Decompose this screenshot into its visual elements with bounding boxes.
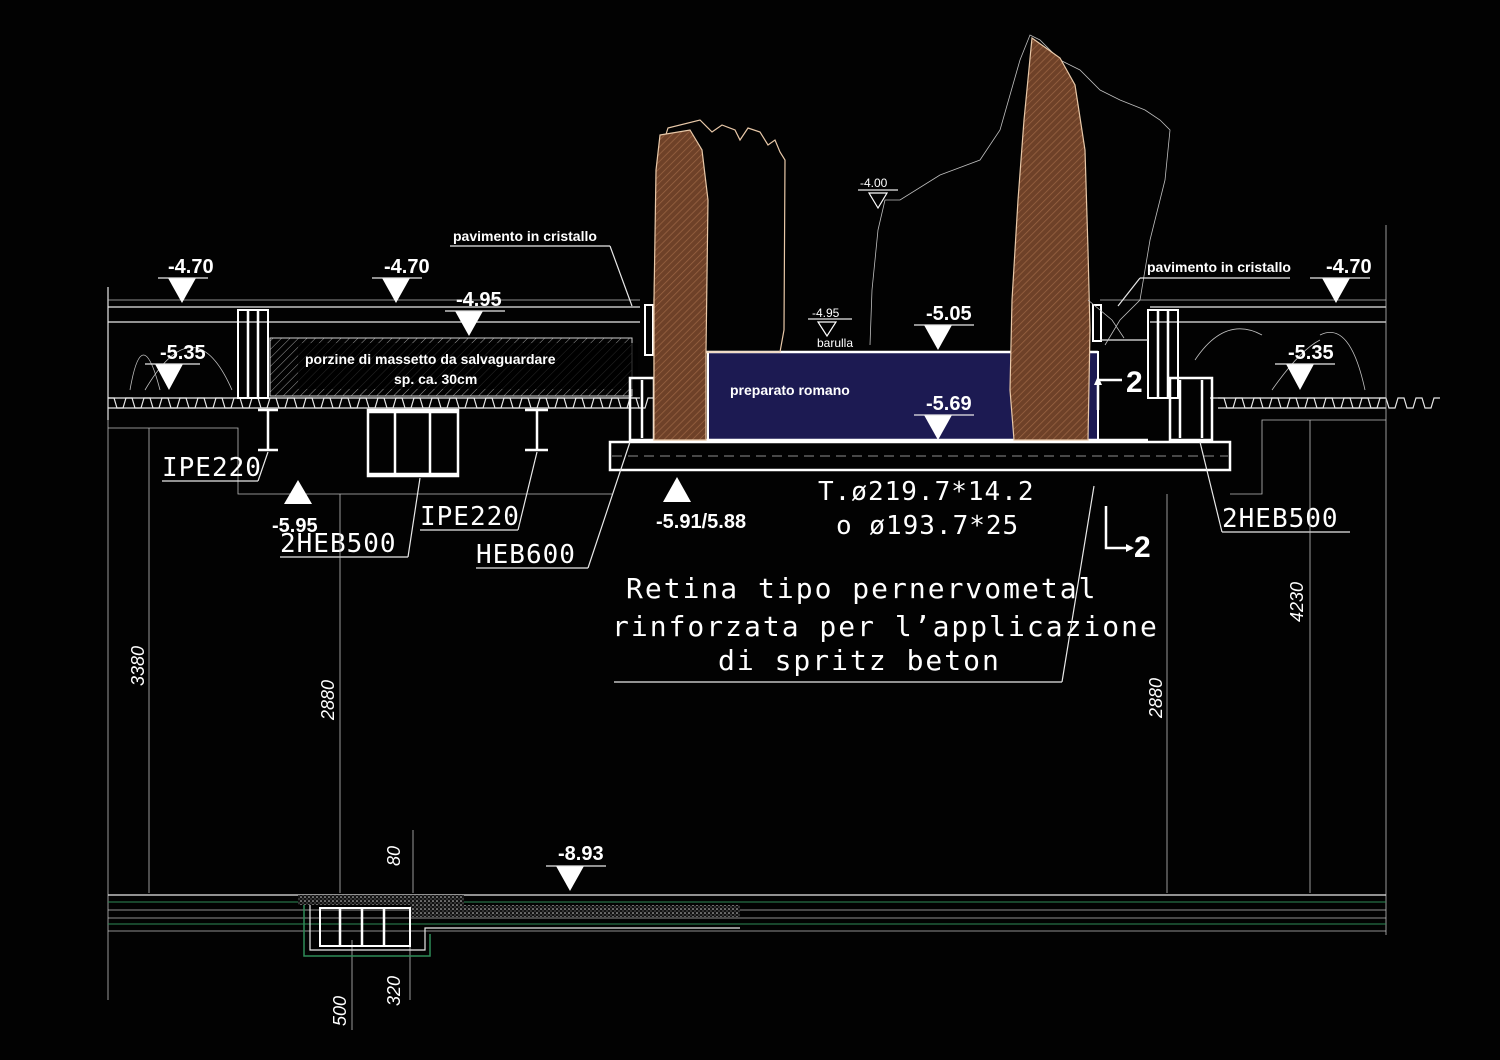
section-mark-label: 2 [1126, 366, 1143, 399]
level-label: -4.70 [384, 256, 430, 278]
level-label: -4.95 [456, 289, 502, 311]
dimension-3380: 3380 [128, 646, 148, 686]
steel-beams [108, 376, 1386, 495]
note-barulla: barulla [817, 336, 853, 350]
level-label: -4.70 [1326, 256, 1372, 278]
dimension-80: 80 [384, 846, 404, 866]
dimension-lines: 3380 2880 80 2880 4230 500 320 [107, 225, 1387, 1030]
retina-line-3: di spritz beton [718, 644, 1001, 677]
dimension-320: 320 [384, 976, 404, 1006]
level-label: -5.91/5.88 [656, 511, 746, 533]
level-label: -4.95 [812, 306, 840, 320]
note-pavimento-left: pavimento in cristallo [453, 228, 597, 244]
note-pavimento-right: pavimento in cristallo [1147, 259, 1291, 275]
retina-note: Retina tipo pernervometal rinforzata per… [612, 485, 1159, 683]
level-label: -8.93 [558, 843, 604, 865]
upper-floor-slab [107, 287, 1440, 420]
level-label: -5.95 [272, 515, 318, 537]
profile-ipe220-mid: IPE220 [420, 502, 520, 532]
profile-ipe220-left: IPE220 [162, 453, 262, 483]
dimension-2880-right: 2880 [1146, 678, 1166, 719]
note-massetto-thickness: sp. ca. 30cm [394, 371, 477, 387]
level-label: -5.35 [1288, 342, 1334, 364]
dimension-500: 500 [330, 996, 350, 1026]
level-label: -4.00 [860, 176, 888, 190]
level-label: -5.05 [926, 303, 972, 325]
level-label: -5.35 [160, 342, 206, 364]
stone-monoliths [653, 34, 1171, 441]
profile-heb600: HEB600 [476, 540, 576, 570]
section-mark-label: 2 [1134, 531, 1151, 564]
note-massetto: porzine di massetto da salvaguardare [305, 351, 556, 367]
profile-2heb500-right: 2HEB500 [1222, 504, 1339, 534]
bottom-slab [108, 894, 1386, 957]
level-markers [145, 189, 1370, 891]
note-preparato-romano: preparato romano [730, 382, 850, 398]
section-mark-top: 2 [1094, 366, 1143, 410]
level-label: -5.69 [926, 393, 972, 415]
profile-tube-2: o ø193.7*25 [836, 511, 1019, 541]
section-mark-bottom: 2 [1104, 506, 1151, 564]
dimension-2880-left: 2880 [318, 680, 338, 721]
profile-2heb500-left: 2HEB500 [280, 529, 397, 559]
profile-labels: IPE220 IPE220 2HEB500 HEB600 2HEB500 T.ø… [162, 441, 1350, 570]
annotation-notes: pavimento in cristallo pavimento in cris… [305, 228, 1291, 398]
level-label: -4.70 [168, 256, 214, 278]
dimension-4230: 4230 [1287, 582, 1307, 622]
level-labels: -4.70 -4.70 -4.70 -4.95 -5.35 -5.35 -5.0… [160, 176, 1372, 865]
profile-tube-1: T.ø219.7*14.2 [818, 477, 1035, 507]
retina-line-2: rinforzata per l’applicazione [612, 610, 1159, 643]
retina-line-1: Retina tipo pernervometal [626, 572, 1097, 605]
